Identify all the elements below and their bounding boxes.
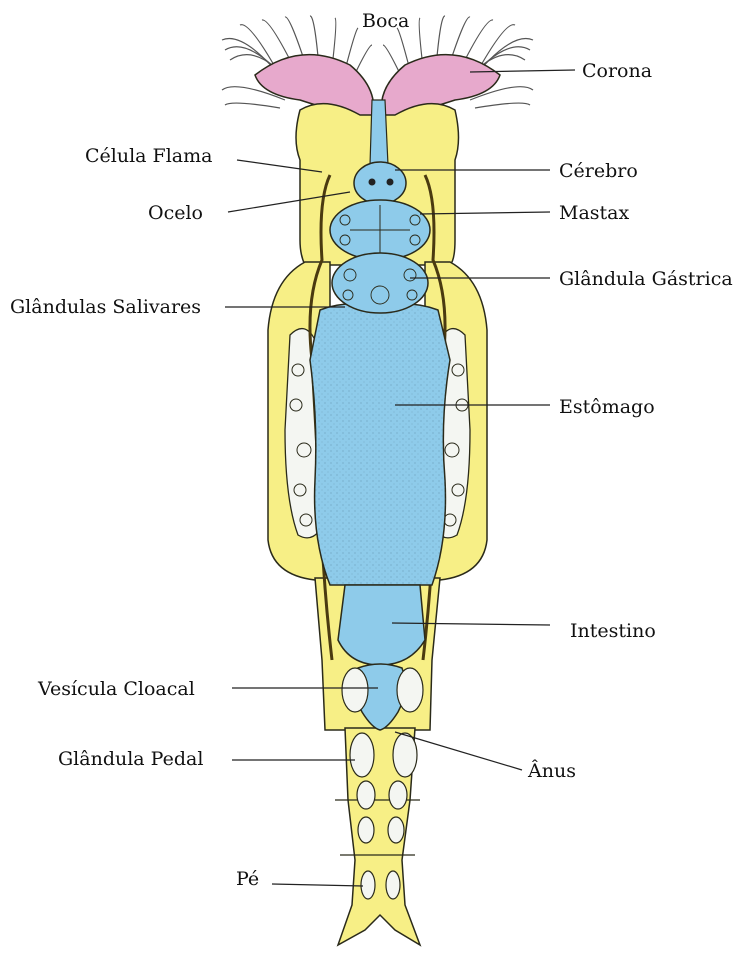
label-glandula-gastrica: Glândula Gástrica [559,268,733,290]
brain-shape [354,162,406,204]
ocellus-shape [369,179,376,186]
label-celula-flama: Célula Flama [85,145,212,167]
label-pe: Pé [236,868,259,890]
label-glandulas-salivares: Glândulas Salivares [10,296,201,318]
intestine-shape [338,585,425,665]
label-vesicula-cloacal: Vesícula Cloacal [38,678,195,700]
label-anus: Ânus [528,760,576,782]
mouth-channel [370,100,388,165]
label-estomago: Estômago [559,396,655,418]
label-mastax: Mastax [559,202,629,224]
label-cerebro: Cérebro [559,160,638,182]
label-glandula-pedal: Glândula Pedal [58,748,203,770]
label-corona: Corona [582,60,652,82]
label-ocelo: Ocelo [148,202,203,224]
label-intestino: Intestino [570,620,656,642]
label-boca: Boca [362,10,409,32]
